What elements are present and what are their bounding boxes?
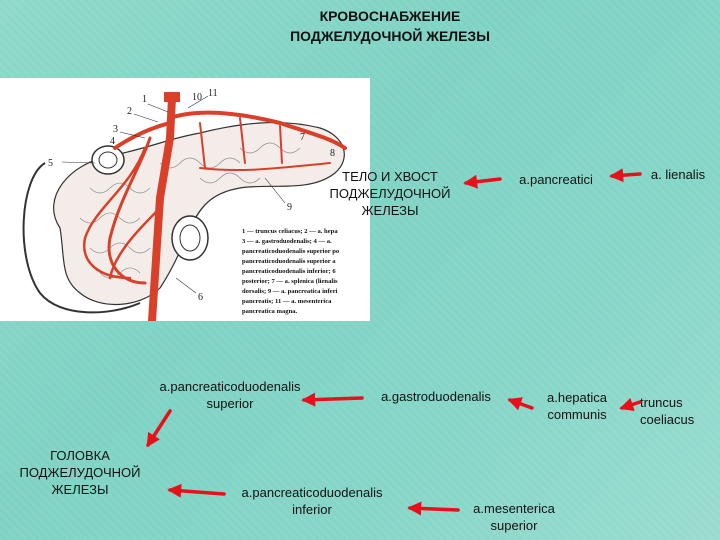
figure-number-5: 5 (48, 158, 53, 169)
leader-lines (61, 95, 286, 294)
figure-number-9: 9 (287, 202, 292, 213)
figure-number-3: 3 (113, 124, 118, 135)
legend-text: 1 — truncus celiacus; 2 — a. hepa 3 — a.… (242, 228, 340, 315)
duodenum (22, 162, 141, 314)
figure-number-6: 6 (198, 292, 203, 303)
pancreas-lobules (79, 142, 301, 279)
node-body-tail: ТЕЛО И ХВОСТ ПОДЖЕЛУДОЧНОЙ ЖЕЛЕЗЫ (329, 169, 451, 218)
node-a-hepatica-communis: a.hepatica communis (547, 390, 607, 422)
legend-line-5: pancreaticoduodenalis inferior; 6 (242, 268, 336, 275)
title-line-2: ПОДЖЕЛУДОЧНОЙ ЖЕЛЕЗЫ (290, 28, 490, 44)
node-truncus-coeliacus: truncus coeliacus (640, 395, 695, 427)
legend-line-3: pancreaticoduodenalis superior po (242, 248, 340, 255)
figure-number-1: 1 (142, 94, 147, 105)
figure-number-4: 4 (110, 136, 115, 147)
legend-line-9: pancreatica magna. (242, 308, 298, 315)
bowel-loop-left (91, 145, 125, 175)
node-a-mesenterica-superior: a.mesenterica superior (473, 501, 555, 533)
figure-number-11: 11 (208, 88, 218, 99)
page-title: КРОВОСНАБЖЕНИЕ ПОДЖЕЛУДОЧНОЙ ЖЕЛЕЗЫ (240, 6, 540, 46)
arrow-lienalis-to-pancreatici (609, 168, 642, 183)
node-a-lienalis: a. lienalis (650, 167, 706, 182)
node-a-pancreatici: a.pancreatici (519, 172, 593, 187)
arrow-pd-superior-to-head (146, 409, 172, 448)
arrow-truncus-to-hepatica (619, 397, 642, 412)
arrow-gastroduodenalis-to-pd-superior (301, 392, 364, 407)
node-a-pancreaticoduodenalis-inferior: a.pancreaticoduodenalis inferior (241, 485, 383, 517)
node-a-pancreaticoduodenalis-superior: a.pancreaticoduodenalis superior (159, 379, 301, 411)
bowel-loop-right (171, 215, 209, 261)
figure-numbers: 1 2 3 4 5 6 7 8 9 10 11 (48, 88, 335, 303)
figure-number-7: 7 (300, 132, 305, 143)
aorta-stump (164, 92, 180, 102)
pancreas-blood-supply-illustration: 1 2 3 4 5 6 7 8 9 10 11 1 — truncus celi… (0, 78, 370, 321)
arrow-mesenterica-to-pd-inferior (407, 501, 460, 516)
node-a-gastroduodenalis: a.gastroduodenalis (381, 389, 491, 404)
figure-number-10: 10 (192, 92, 202, 103)
node-head: ГОЛОВКА ПОДЖЕЛУДОЧНОЙ ЖЕЛЕЗЫ (19, 448, 141, 497)
arrow-pancreatici-to-body-tail (463, 174, 502, 189)
legend-box (240, 224, 368, 318)
legend-line-7: dorsalis; 9 — a. pancreatica inferi (242, 288, 338, 295)
legend-line-8: pancreatis; 11 — a. mesenterica (242, 298, 332, 305)
legend-line-1: 1 — truncus celiacus; 2 — a. hepa (242, 228, 338, 235)
figure-number-2: 2 (127, 106, 132, 117)
arteries (82, 94, 347, 321)
legend-line-4: pancreaticoduodenalis superior a (242, 258, 336, 265)
arrow-pd-inferior-to-head (167, 483, 226, 498)
legend-line-2: 3 — a. gastroduodenalis; 4 — a. (242, 238, 332, 245)
legend-line-6: posterior; 7 — a. splenica (lienalis (242, 278, 338, 285)
arrow-hepatica-to-gastroduodenalis (507, 397, 534, 411)
figure-number-8: 8 (330, 148, 335, 159)
title-line-1: КРОВОСНАБЖЕНИЕ (319, 8, 461, 24)
